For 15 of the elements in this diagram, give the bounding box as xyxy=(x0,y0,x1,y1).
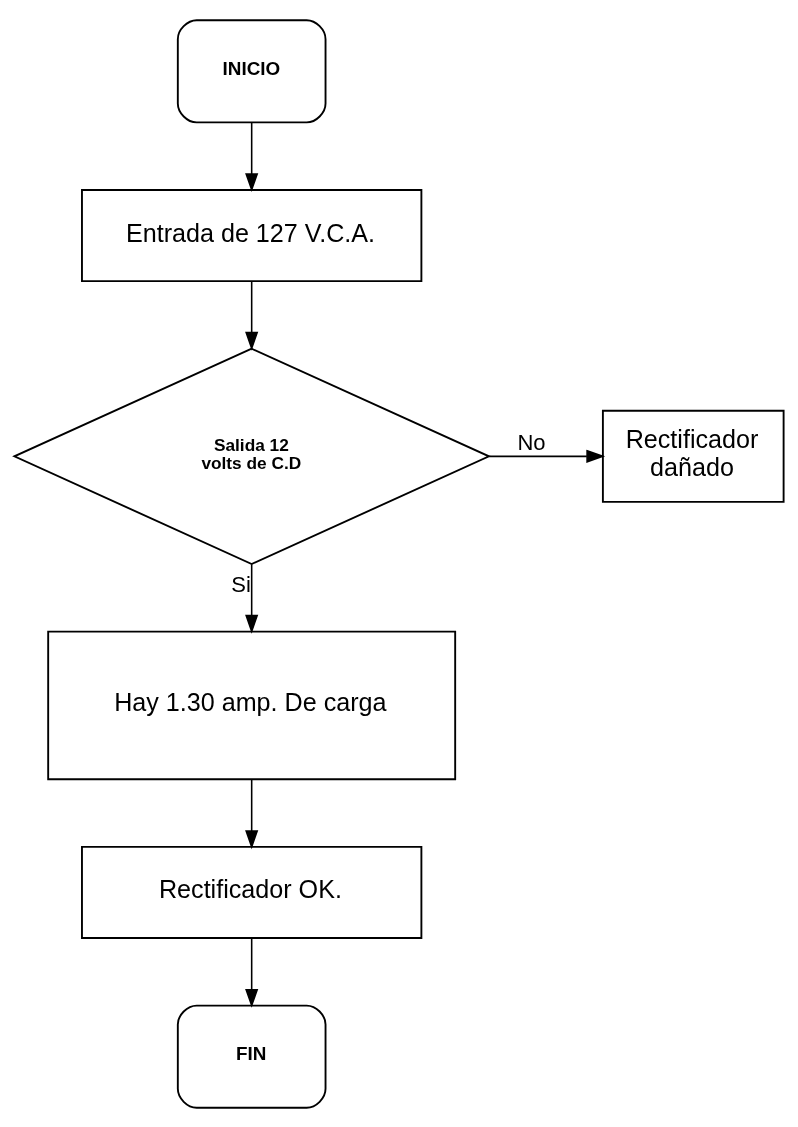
edge-label: Si xyxy=(231,571,251,597)
arrow xyxy=(245,121,259,192)
arrow xyxy=(245,936,259,1008)
node-box: INICIO xyxy=(176,18,327,123)
node-diamond: Salida 12 volts de C.D xyxy=(12,347,492,565)
node-box: Entrada de 127 V.C.A. xyxy=(81,188,423,282)
node-box: Rectificador OK. xyxy=(81,845,423,939)
node-box: FIN xyxy=(176,1004,327,1109)
arrow xyxy=(245,563,259,634)
arrow xyxy=(245,279,259,351)
arrow xyxy=(245,778,259,849)
node-box: Rectificador dañado xyxy=(601,409,785,503)
node-box: Hay 1.30 amp. De carga xyxy=(47,630,457,780)
arrow xyxy=(488,449,606,463)
edge-label: No xyxy=(517,429,546,455)
